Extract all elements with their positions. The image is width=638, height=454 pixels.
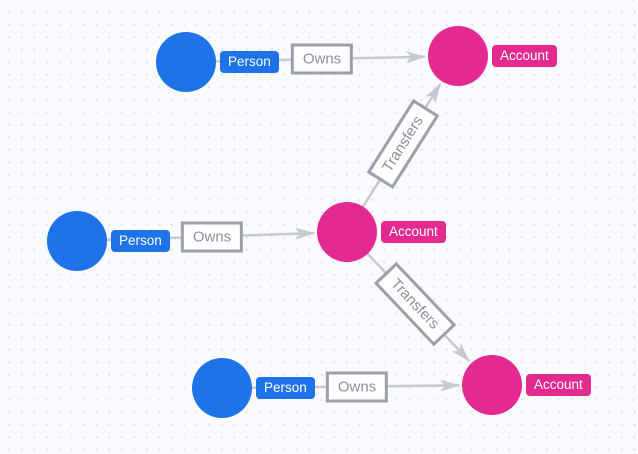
node-badge-person-2: Person: [111, 230, 170, 252]
edge-label-owns[interactable]: Owns: [290, 43, 354, 75]
node-person-3[interactable]: [192, 358, 252, 418]
edge-label-owns[interactable]: Owns: [180, 221, 244, 252]
node-badge-person-3: Person: [256, 377, 315, 399]
node-account-1[interactable]: [428, 26, 488, 86]
node-person-2[interactable]: [47, 211, 107, 271]
node-badge-person-1: Person: [220, 51, 279, 73]
node-account-2[interactable]: [317, 202, 377, 262]
node-account-3[interactable]: [462, 355, 522, 415]
node-person-1[interactable]: [156, 32, 216, 92]
node-badge-account-3: Account: [526, 374, 591, 396]
node-badge-account-2: Account: [381, 221, 446, 243]
edge-label-owns[interactable]: Owns: [325, 371, 389, 402]
node-badge-account-1: Account: [492, 45, 557, 67]
